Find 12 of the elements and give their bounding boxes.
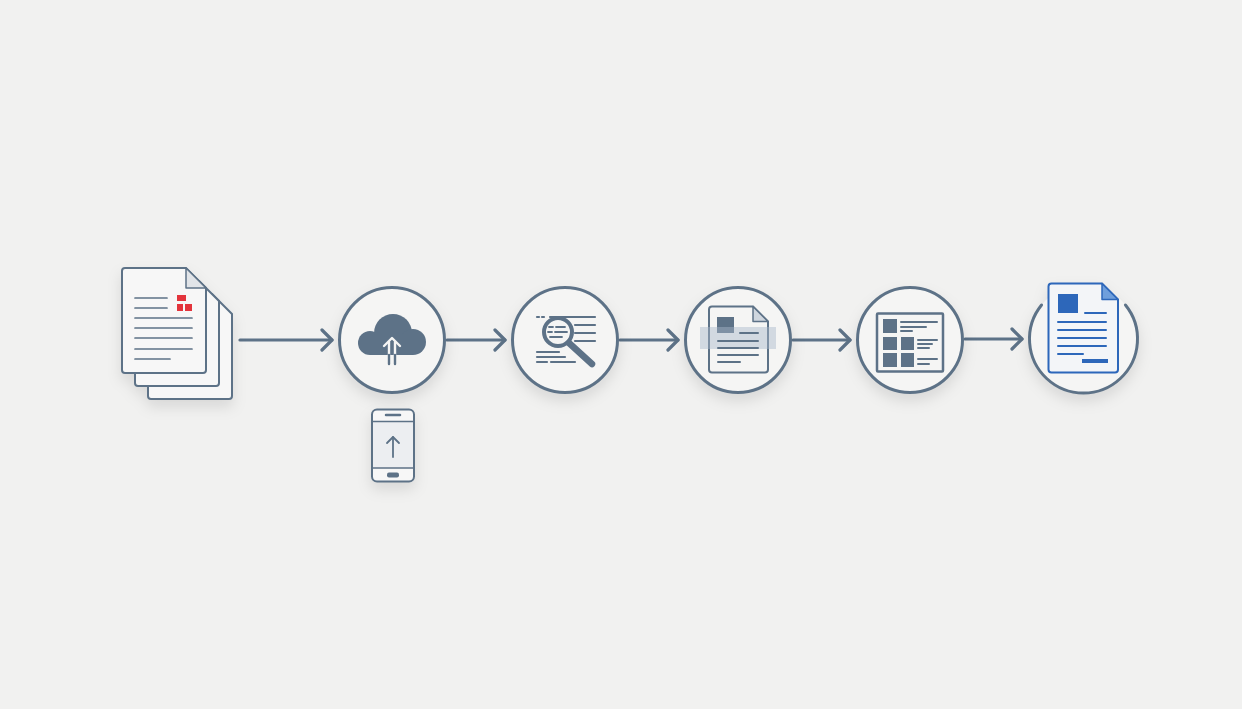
arrow bbox=[618, 328, 680, 352]
step-circle bbox=[338, 286, 446, 394]
document-stack-icon bbox=[118, 265, 234, 403]
step-circle bbox=[856, 286, 964, 394]
arrow bbox=[963, 327, 1024, 351]
step-circle bbox=[511, 286, 619, 394]
arrow bbox=[238, 328, 334, 352]
arrow bbox=[791, 328, 852, 352]
step-circle bbox=[684, 286, 792, 394]
step-circle bbox=[1028, 281, 1139, 395]
arrow bbox=[445, 328, 507, 352]
phone-upload-icon bbox=[371, 408, 415, 483]
